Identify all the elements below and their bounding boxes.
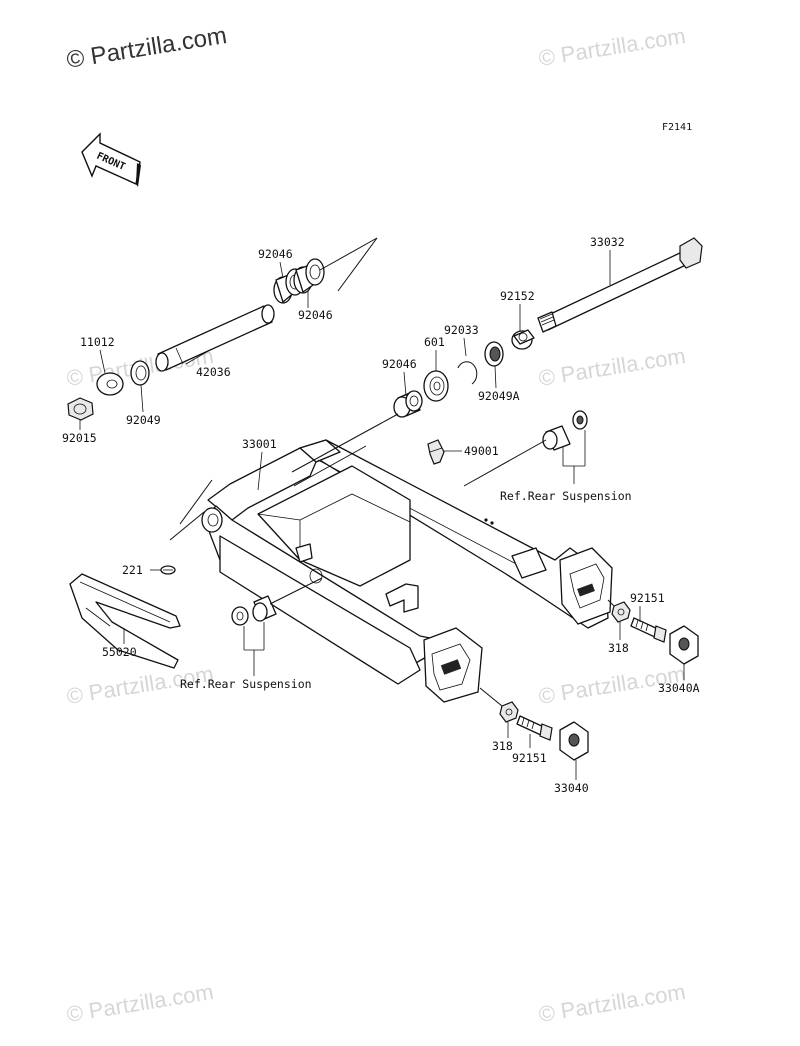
collar-92152 xyxy=(511,329,535,350)
seal-92049 xyxy=(130,360,150,386)
grease-nipple-49001 xyxy=(427,439,445,465)
callout-92033: 92033 xyxy=(444,323,479,337)
adjuster-plate-33040 xyxy=(559,721,589,761)
watermark-repeat: © Partzilla.com xyxy=(537,23,687,71)
callout-11012: 11012 xyxy=(80,335,115,349)
screw-221 xyxy=(160,565,176,575)
watermark-main: © Partzilla.com xyxy=(65,22,229,74)
cap-11012 xyxy=(96,372,124,396)
nut-92015 xyxy=(67,397,94,421)
bushing-rear-suspension-left xyxy=(231,595,277,626)
callout-33040: 33040 xyxy=(554,781,589,795)
callout-92151: 92151 xyxy=(512,751,547,765)
chain-guard-55020 xyxy=(69,573,181,669)
callout-55020: 55020 xyxy=(102,645,137,659)
callout-221: 221 xyxy=(122,563,143,577)
callout-33001: 33001 xyxy=(242,437,277,451)
nut-318-lower xyxy=(499,701,519,723)
pivot-shaft-33032 xyxy=(537,237,703,333)
callout-92049: 92049 xyxy=(126,413,161,427)
callout-92151: 92151 xyxy=(630,591,665,605)
bolt-92151-right xyxy=(630,617,667,643)
seal-92049A xyxy=(484,341,504,367)
callout-42036: 42036 xyxy=(196,365,231,379)
callout-92049A: 92049A xyxy=(478,389,520,403)
leader-lines xyxy=(79,250,685,780)
sleeve-42036 xyxy=(155,304,275,372)
swingarm-33001 xyxy=(201,439,613,703)
bushing-rear-suspension-right xyxy=(542,410,588,451)
callout-49001: 49001 xyxy=(464,444,499,458)
ref-rear-suspension: Ref.Rear Suspension xyxy=(500,489,632,503)
callout-33040A: 33040A xyxy=(658,681,700,695)
front-arrow-icon: FRONT xyxy=(81,132,141,187)
figure-id: F2141 xyxy=(662,122,692,133)
watermark-repeat: © Partzilla.com xyxy=(537,343,687,391)
watermark-repeat: © Partzilla.com xyxy=(537,979,687,1027)
ref-rear-suspension: Ref.Rear Suspension xyxy=(180,677,312,691)
bearing-601 xyxy=(423,370,449,402)
callout-92015: 92015 xyxy=(62,431,97,445)
callout-601: 601 xyxy=(424,335,445,349)
bolt-92151-lower xyxy=(516,715,553,741)
callout-92046: 92046 xyxy=(258,247,293,261)
callout-92046: 92046 xyxy=(298,308,333,322)
bearing-92046-lower xyxy=(393,390,423,418)
callout-318: 318 xyxy=(608,641,629,655)
callout-labels: 92046 92046 33032 92152 92033 601 11012 … xyxy=(62,235,700,795)
circlip-92033 xyxy=(457,361,478,385)
adjuster-plate-33040A xyxy=(669,625,699,665)
nut-318-right xyxy=(611,601,631,623)
bearing-92046-upper-2 xyxy=(293,258,325,294)
callout-33032: 33032 xyxy=(590,235,625,249)
callout-92152: 92152 xyxy=(500,289,535,303)
callout-318: 318 xyxy=(492,739,513,753)
watermark-repeat: © Partzilla.com xyxy=(65,979,215,1027)
callout-92046: 92046 xyxy=(382,357,417,371)
